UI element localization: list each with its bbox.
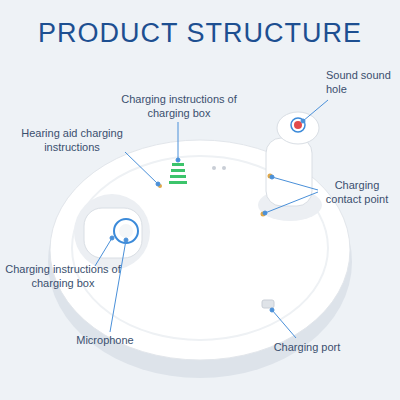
charge-bar — [170, 175, 186, 178]
charge-bar — [172, 163, 184, 166]
leader-dot — [301, 119, 305, 123]
charge-bar — [169, 181, 187, 184]
leader-dot — [270, 308, 274, 312]
leader-line — [110, 240, 126, 332]
sound-hole — [294, 121, 302, 129]
leader-dot — [270, 175, 274, 179]
callout-label: Microphone — [60, 333, 150, 347]
right-earbud — [266, 138, 312, 206]
leader-line — [265, 192, 318, 213]
callout-label: Charging instructions of charging box — [2, 262, 124, 290]
callout-label: Charging contact point — [318, 178, 396, 206]
leader-dot — [156, 182, 160, 186]
page-title: PRODUCT STRUCTURE — [0, 18, 400, 49]
leader-dot — [176, 158, 180, 162]
left-earbud — [84, 208, 142, 258]
callout-label: Hearing aid charging instructions — [16, 126, 128, 154]
charge-bar — [171, 169, 185, 172]
callout-label: Sound sound hole — [326, 68, 392, 96]
leader-line — [272, 177, 318, 190]
leader-dot — [110, 236, 114, 240]
leader-line — [303, 100, 328, 121]
leader-dot — [263, 211, 267, 215]
sound-hole-ring — [291, 118, 305, 132]
callout-label: Charging instructions of charging box — [118, 92, 240, 120]
charge-bars — [169, 163, 187, 184]
microphone-ring — [114, 219, 138, 243]
leader-line — [272, 310, 296, 338]
leader-line — [178, 122, 179, 160]
leader-line — [125, 152, 158, 184]
ear-tip — [277, 112, 319, 144]
callout-label: Charging port — [262, 340, 352, 354]
leader-lines — [95, 100, 328, 338]
microphone-center — [119, 224, 133, 238]
left-cavity — [74, 194, 150, 270]
leader-dot — [124, 238, 128, 242]
charging-port — [262, 300, 274, 308]
leader-line — [95, 238, 112, 266]
indicator-dot — [212, 166, 216, 170]
indicator-dot — [222, 166, 226, 170]
